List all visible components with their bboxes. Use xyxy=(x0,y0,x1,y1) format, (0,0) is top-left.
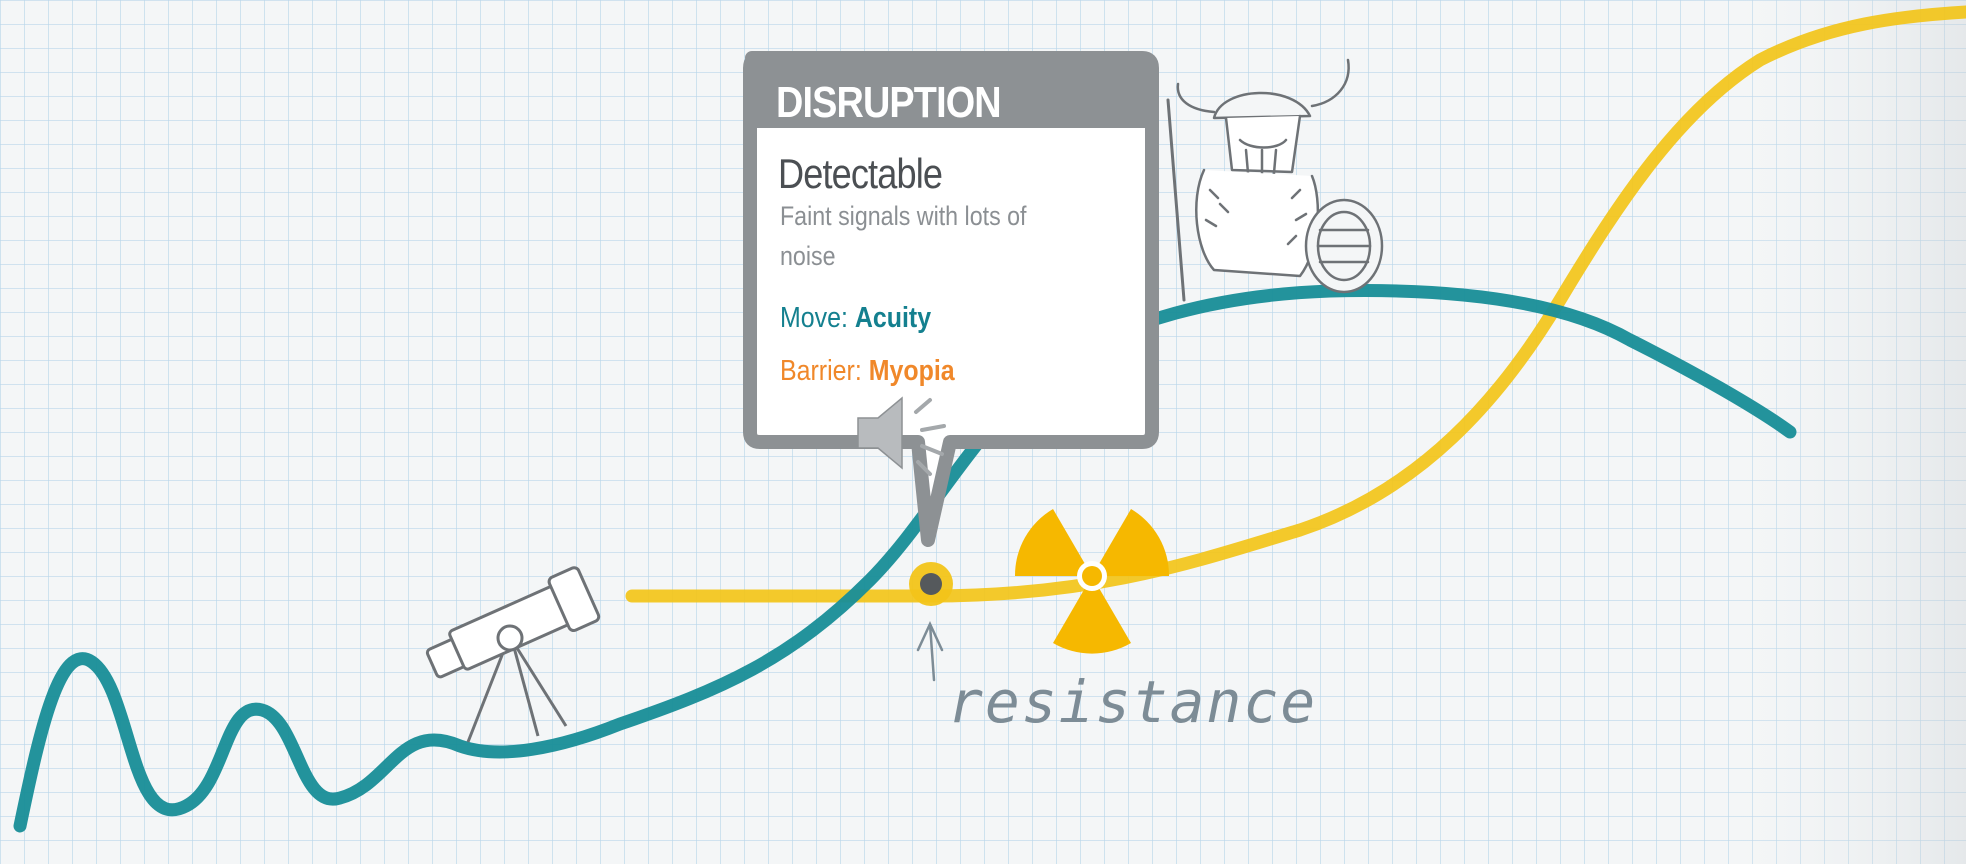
telescope-icon xyxy=(425,566,601,743)
viking-icon xyxy=(1166,58,1384,302)
speaker-icon[interactable] xyxy=(857,396,946,476)
arrow-up-icon xyxy=(916,621,944,682)
callout-bubble xyxy=(743,51,1159,547)
radiation-icon xyxy=(1014,509,1170,654)
yellow-growth-curve xyxy=(625,5,1966,603)
resistance-label: resistance xyxy=(948,668,1318,736)
teal-growth-curve xyxy=(13,284,1797,833)
